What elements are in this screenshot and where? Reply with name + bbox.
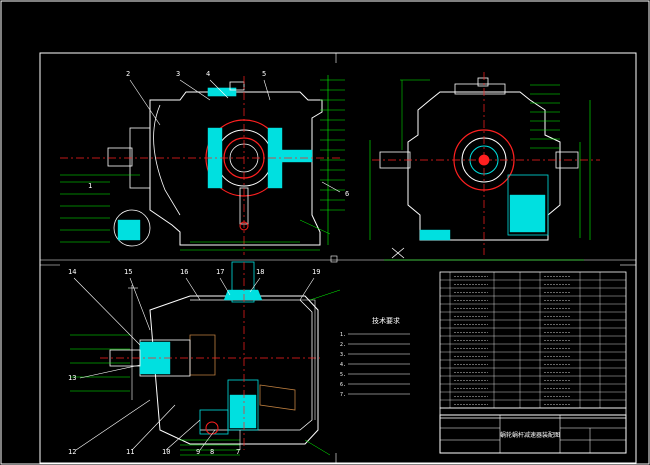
detail-circle xyxy=(113,209,151,247)
marker-box xyxy=(330,255,338,263)
callout-leader xyxy=(299,277,315,301)
top-output-shaft xyxy=(231,261,255,303)
callout-leader xyxy=(131,404,176,451)
side-top-cover xyxy=(454,83,506,95)
top-section-view xyxy=(70,261,341,456)
side-foot-fill xyxy=(509,194,546,233)
top-lower-bearing xyxy=(227,379,259,431)
leader xyxy=(299,219,331,235)
top-leader xyxy=(304,439,331,456)
side-seal-hatch xyxy=(281,149,313,163)
title-block-border xyxy=(439,414,627,454)
callout-19: 19 xyxy=(312,268,320,276)
top-shaft-hatch xyxy=(223,289,263,301)
tech-note-number: 7. xyxy=(340,392,346,398)
side-cover-line xyxy=(300,299,316,420)
callout-9: 9 xyxy=(196,448,200,456)
technical-requirements: 技术要求 1. 2. 3. 4. 5. 6. 7. xyxy=(340,316,410,398)
callout-10: 10 xyxy=(162,448,170,456)
input-shaft xyxy=(107,147,133,167)
callout-18: 18 xyxy=(256,268,264,276)
side-vent xyxy=(477,77,489,87)
part-callouts: 2 3 4 5 6 1 14 15 16 17 18 19 13 12 11 10 9 8 7 xyxy=(68,70,349,456)
callout-leader xyxy=(185,277,201,301)
callout-leader xyxy=(165,419,201,451)
top-lower-hatch xyxy=(229,394,257,429)
callout-leader xyxy=(79,364,141,379)
detail-hatch xyxy=(117,219,141,241)
callout-leader xyxy=(179,79,211,101)
tech-note-number: 5. xyxy=(340,372,346,378)
housing-outline xyxy=(149,91,323,246)
callout-3: 3 xyxy=(176,70,180,78)
top-leader xyxy=(309,289,341,301)
top-inner-wall xyxy=(190,299,313,431)
callout-7: 7 xyxy=(236,448,240,456)
callout-leader xyxy=(209,79,229,99)
callout-leader xyxy=(263,79,271,101)
side-base-hatch xyxy=(419,229,451,241)
side-foot-hatch xyxy=(507,174,549,236)
callout-2: 2 xyxy=(126,70,130,78)
front-view xyxy=(60,75,345,263)
callout-4: 4 xyxy=(206,70,210,78)
callout-16: 16 xyxy=(180,268,188,276)
callout-14: 14 xyxy=(68,268,76,276)
callout-13: 13 xyxy=(68,374,76,382)
callout-leader xyxy=(129,277,151,331)
callout-11: 11 xyxy=(126,448,134,456)
housing-curve xyxy=(153,104,181,216)
callout-leader xyxy=(249,277,261,293)
worm-wheel-section xyxy=(259,384,296,411)
worm-section xyxy=(189,334,216,376)
side-view xyxy=(369,72,600,261)
callout-6: 6 xyxy=(345,190,349,198)
callout-1: 1 xyxy=(88,182,92,190)
callout-12: 12 xyxy=(68,448,76,456)
tech-note-number: 1. xyxy=(340,332,346,338)
tech-notes-title: 技术要求 xyxy=(372,316,400,325)
parts-header-row xyxy=(439,407,627,419)
inner-border xyxy=(39,52,637,464)
callout-5: 5 xyxy=(262,70,266,78)
side-housing-outline xyxy=(407,91,561,241)
title-block-text: 蜗轮蜗杆减速器装配图 xyxy=(500,431,560,439)
parts-list-table xyxy=(439,271,627,419)
tech-note-number: 6. xyxy=(340,382,346,388)
callout-leader xyxy=(129,79,161,126)
callout-leader xyxy=(321,181,341,193)
tech-note-number: 4. xyxy=(340,362,346,368)
title-block: 蜗轮蜗杆减速器装配图 xyxy=(439,414,627,454)
callout-leader xyxy=(199,429,216,451)
tech-note-number: 2. xyxy=(340,342,346,348)
bottom-plug xyxy=(205,421,219,435)
tech-note-number: 3. xyxy=(340,352,346,358)
callout-17: 17 xyxy=(216,268,224,276)
vent-plug xyxy=(229,81,245,91)
callout-15: 15 xyxy=(124,268,132,276)
callout-leader xyxy=(75,399,151,451)
callout-leader xyxy=(73,277,141,346)
cross-mark xyxy=(391,247,405,259)
callout-8: 8 xyxy=(210,448,214,456)
callout-leader xyxy=(219,277,231,296)
